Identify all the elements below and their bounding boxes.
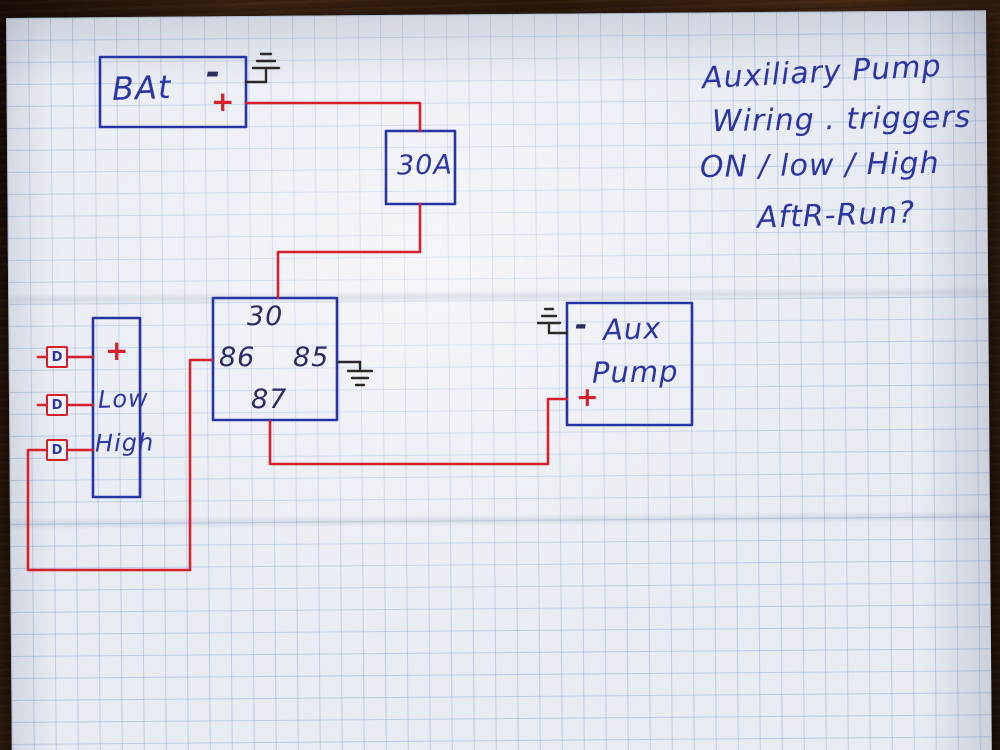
ground-icon-relay-85 — [336, 360, 374, 387]
fuse-label: 30A — [396, 149, 454, 182]
note-line-3: ON / low / High — [699, 145, 940, 186]
wire-relay-86-to-trigger — [26, 358, 214, 572]
connector-plug-high: D — [46, 439, 68, 461]
pump-plus-terminal: + — [576, 382, 600, 413]
trigger-high-label: High — [94, 428, 155, 458]
wire-fuse-to-relay-30 — [276, 202, 422, 300]
battery-label: BAt — [111, 67, 173, 109]
pump-name-line2: Pump — [591, 354, 679, 390]
battery-box — [98, 55, 248, 129]
note-line-2: Wiring . triggers — [711, 99, 972, 140]
note-line-4: AftR-Run? — [756, 195, 916, 236]
connector-plug-low: D — [46, 394, 68, 416]
pump-minus-terminal: - — [575, 308, 589, 343]
ground-icon-battery — [244, 52, 281, 84]
aux-pump-box — [565, 301, 694, 427]
ground-icon-aux-pump — [536, 307, 569, 335]
trigger-plus-label: + — [105, 334, 130, 367]
pump-name-line1: Aux — [602, 310, 662, 348]
connector-plug-label: D — [51, 442, 63, 458]
relay-pin-30-label: 30 — [247, 301, 284, 332]
trigger-low-label: Low — [97, 384, 150, 414]
battery-plus-terminal: + — [211, 85, 236, 118]
relay-box — [211, 296, 339, 422]
relay-pin-86-label: 86 — [219, 342, 256, 373]
battery-minus-terminal: - — [206, 53, 222, 93]
relay-pin-87-label: 87 — [251, 384, 288, 415]
wire-relay-87-to-pump — [268, 397, 569, 466]
connector-plug-plus: D — [46, 346, 68, 368]
wire-battery-to-fuse — [244, 101, 422, 133]
relay-pin-85-label: 85 — [293, 342, 330, 373]
connector-plug-label: D — [51, 349, 63, 365]
connector-plug-label: D — [51, 397, 63, 413]
trigger-panel-box — [91, 316, 142, 499]
